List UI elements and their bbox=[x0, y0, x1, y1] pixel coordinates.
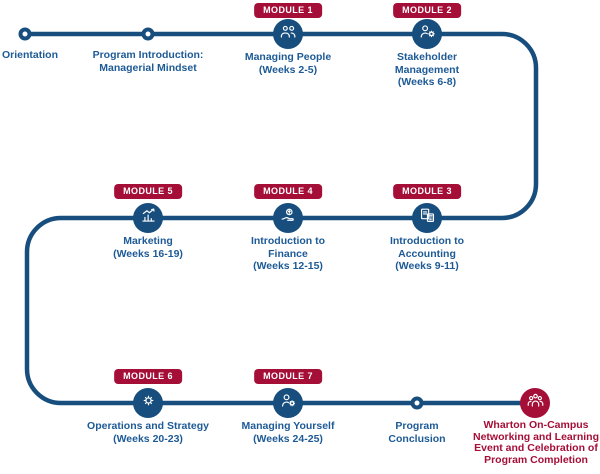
module-3-label: Introduction to Accounting (Weeks 9-11) bbox=[389, 235, 465, 272]
module-7-badge: MODULE 7 bbox=[254, 369, 322, 384]
module-4-label: Introduction to Finance (Weeks 12-15) bbox=[250, 235, 326, 272]
module-7-label: Managing Yourself (Weeks 24-25) bbox=[241, 420, 335, 445]
module-5-badge: MODULE 5 bbox=[114, 184, 182, 199]
module-5-label: Marketing (Weeks 16-19) bbox=[113, 235, 183, 260]
orientation-label: Orientation bbox=[1, 49, 59, 61]
module-4-node bbox=[273, 203, 303, 233]
finale-label: Wharton On-Campus Networking and Learnin… bbox=[472, 419, 599, 466]
module-6-label: Operations and Strategy (Weeks 20-23) bbox=[87, 420, 209, 445]
module-6-node bbox=[133, 388, 163, 418]
module-4-badge: MODULE 4 bbox=[254, 184, 322, 199]
module-2-label: Stakeholder Management (Weeks 6-8) bbox=[394, 51, 460, 88]
module-3-node bbox=[412, 203, 442, 233]
gear-icon bbox=[139, 391, 158, 415]
finale-node bbox=[520, 388, 550, 418]
hand-coin-icon bbox=[279, 206, 298, 230]
module-6-badge: MODULE 6 bbox=[114, 369, 182, 384]
person-gear-icon bbox=[279, 391, 298, 415]
module-2-badge: MODULE 2 bbox=[393, 3, 461, 18]
marketing-chart-icon bbox=[139, 206, 158, 230]
program-introduction-label: Program Introduction: Managerial Mindset bbox=[92, 49, 204, 74]
networking-icon bbox=[526, 391, 545, 415]
program-conclusion-node-dot bbox=[410, 396, 424, 410]
orientation-node-dot bbox=[18, 27, 32, 41]
module-2-node bbox=[412, 19, 442, 49]
module-1-label: Managing People (Weeks 2-5) bbox=[244, 51, 332, 76]
module-5-node bbox=[133, 203, 163, 233]
calculator-icon bbox=[418, 206, 437, 230]
people-group-icon bbox=[279, 22, 298, 46]
program-introduction-node-dot bbox=[141, 27, 155, 41]
module-3-badge: MODULE 3 bbox=[393, 184, 461, 199]
stakeholder-icon bbox=[418, 22, 437, 46]
program-conclusion-label: Program Conclusion bbox=[388, 420, 446, 445]
module-1-node bbox=[273, 19, 303, 49]
module-7-node bbox=[273, 388, 303, 418]
module-1-badge: MODULE 1 bbox=[254, 3, 322, 18]
